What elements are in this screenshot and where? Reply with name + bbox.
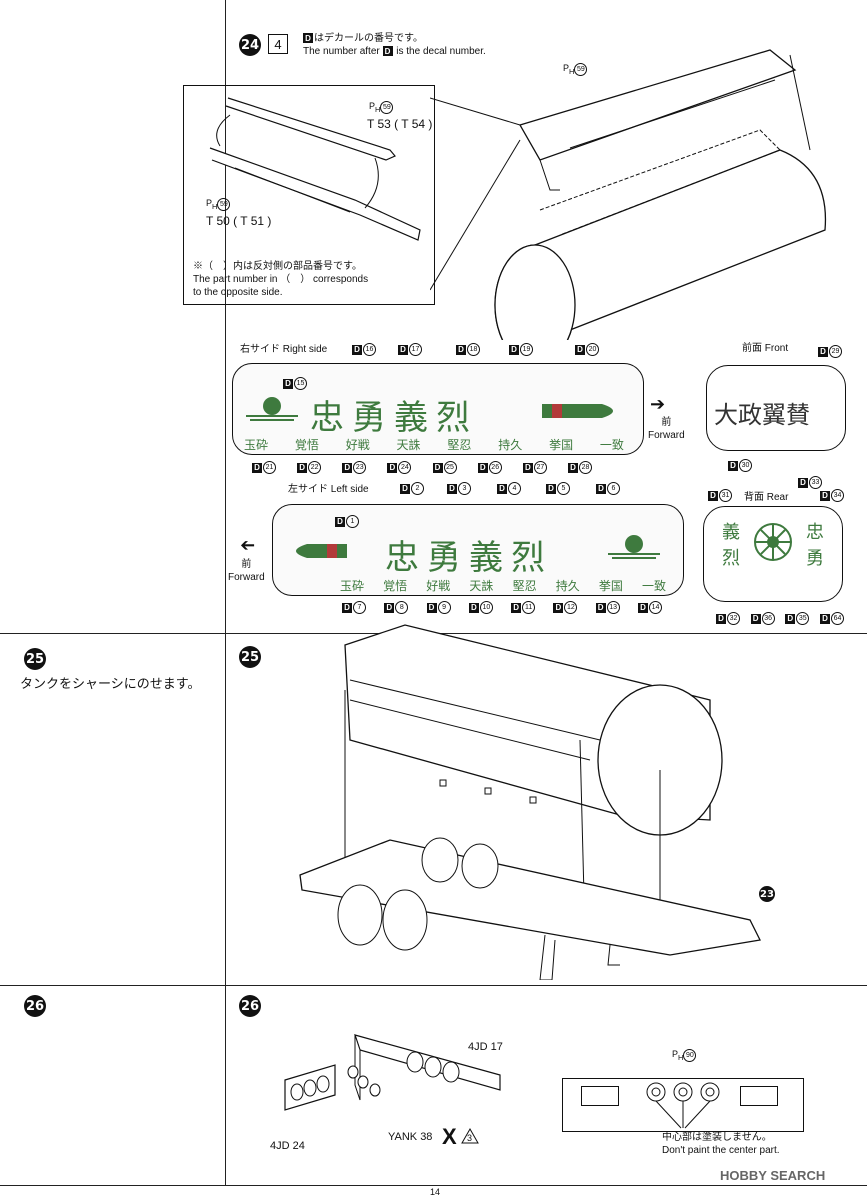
right-shell-graphic	[542, 404, 613, 418]
row-divider-26	[0, 985, 867, 986]
inset-t50: T 50 ( T 51 )	[206, 214, 272, 228]
part-yank38: YANK 38	[388, 1131, 433, 1143]
tank-on-chassis-drawing	[299, 624, 761, 980]
left-shell-graphic	[296, 544, 347, 558]
bumper-reflector-right	[740, 1086, 778, 1106]
warning-number: 3	[467, 1133, 473, 1143]
bumper-reflector-left	[581, 1086, 619, 1106]
rear-bumper-panel	[562, 1078, 804, 1132]
front-label: 前面 Front	[742, 343, 789, 354]
step-24-subbox: 4	[268, 34, 288, 54]
inset-note: ※（ ）内は反対側の部品番号です。 The part number in （ ）…	[193, 261, 369, 298]
right-sun-graphic	[246, 397, 298, 421]
part-4jd24: 4JD 24	[270, 1140, 305, 1152]
bumper-lights-icons	[646, 1082, 720, 1129]
bumper-note: 中心部は塗装しません。 Don't paint the center part.	[662, 1132, 780, 1156]
part-ref-23: 23	[759, 886, 775, 902]
right-big-text: 忠勇義烈	[310, 398, 478, 438]
bumper-lights-drawing	[284, 1034, 501, 1111]
page-number: 14	[430, 1187, 441, 1197]
hobby-search-watermark: HOBBY SEARCH	[720, 1168, 826, 1183]
front-panel	[706, 365, 846, 451]
tank-assembly-drawing	[430, 49, 827, 340]
rear-right-chars: 忠勇	[806, 522, 824, 569]
left-big-text: 忠勇義烈	[385, 538, 553, 578]
left-side-label: 左サイド Left side	[288, 484, 369, 495]
front-text: 大政翼賛	[714, 401, 810, 429]
column-divider	[225, 0, 226, 1185]
step-26-badge-left: 26	[24, 995, 46, 1017]
rear-label: 背面 Rear	[744, 492, 789, 503]
part-4jd17: 4JD 17	[468, 1041, 503, 1053]
right-small-text-row: 玉砕覚悟好戦天誅堅忍持久挙国一致	[244, 438, 624, 452]
inset-t53: T 53 ( T 54 )	[367, 117, 433, 131]
left-sun-graphic	[608, 535, 660, 559]
x-mark: X	[442, 1124, 457, 1149]
forward-arrow-left: ➔	[240, 535, 256, 555]
step-24-badge: 24	[239, 34, 261, 56]
left-small-text-row: 玉砕覚悟好戦天誅堅忍持久挙国一致	[340, 579, 666, 593]
forward-arrow-right: ➔	[650, 394, 666, 414]
bottom-divider	[0, 1185, 867, 1186]
rear-chrysanthemum-emblem	[754, 523, 792, 561]
rear-left-chars: 義烈	[722, 522, 740, 569]
step-25-badge-left: 25	[24, 648, 46, 670]
inset-rail-drawing	[209, 97, 421, 241]
step-25-badge-right: 25	[239, 646, 261, 668]
step-26-badge-right: 26	[239, 995, 261, 1017]
rear-panel	[703, 506, 843, 602]
inset-box	[183, 85, 435, 305]
step-25-instruction: タンクをシャーシにのせます。	[20, 677, 201, 692]
right-side-label: 右サイド Right side	[240, 344, 328, 355]
warning-triangle-icon	[461, 1128, 479, 1144]
